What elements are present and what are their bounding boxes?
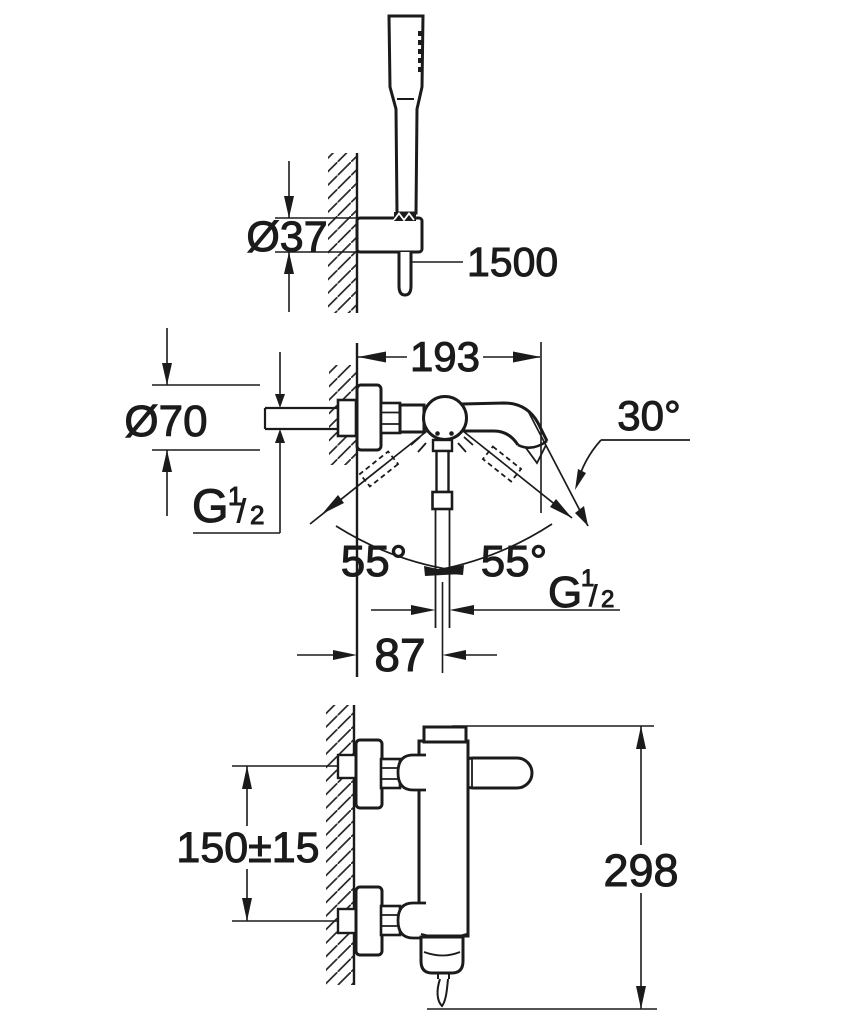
svg-text:G: G — [548, 568, 582, 617]
swing-center-arrows — [424, 565, 464, 576]
side-view: 150±15 298 — [176, 705, 679, 1010]
front-view: 30° 193 Ø70 G 1 — [124, 328, 690, 682]
aerator-notch — [525, 444, 547, 465]
dim-outlet-thread — [371, 605, 620, 615]
lever-handle — [431, 438, 454, 511]
hand-shower-view: Ø37 1500 — [246, 14, 559, 313]
svg-text:1: 1 — [581, 565, 594, 592]
ball-dot — [449, 431, 454, 436]
label-bracket-diameter: Ø37 — [246, 213, 327, 261]
shower-bracket — [355, 216, 424, 254]
top-connection — [336, 738, 426, 810]
ball-dot — [435, 431, 440, 436]
dim-outlet-offset — [297, 582, 497, 673]
hand-shower-wand — [387, 14, 425, 215]
dim-escutcheon-diameter — [152, 328, 260, 516]
wall-hatch — [326, 705, 354, 985]
pipe-flange — [336, 398, 358, 438]
cartridge-cap — [422, 725, 468, 744]
svg-text:G: G — [192, 479, 229, 532]
svg-text:/: / — [237, 493, 246, 529]
mixer-body-side — [417, 739, 470, 938]
svg-text:1: 1 — [228, 481, 242, 511]
shower-hose — [397, 252, 413, 297]
svg-text:2: 2 — [601, 586, 614, 613]
label-outlet-thread: G 1 / 2 — [548, 565, 615, 618]
spout-angle-marks — [526, 408, 690, 527]
label-connection-spacing: 150±15 — [176, 824, 319, 872]
label-outlet-offset: 87 — [374, 629, 425, 681]
dim-supply-thread — [193, 352, 285, 534]
label-overall-height: 298 — [603, 845, 678, 896]
label-swing-right: 55° — [481, 537, 548, 586]
swing-right — [437, 430, 573, 571]
cup-seam — [423, 951, 461, 957]
dim-overall-height — [427, 725, 657, 1010]
label-swing-left: 55° — [341, 537, 408, 586]
label-hose-length: 1500 — [467, 239, 558, 285]
escutcheon — [355, 383, 383, 452]
union-nut — [379, 401, 402, 435]
svg-text:2: 2 — [250, 500, 264, 530]
swing-left — [309, 430, 453, 571]
wall-hatch — [328, 153, 357, 313]
cartridge-ball — [422, 395, 468, 441]
label-supply-thread: G 1 / 2 — [192, 479, 265, 533]
supply-pipe — [263, 406, 338, 431]
label-escutcheon-diameter: Ø70 — [124, 397, 207, 446]
bottom-connection — [336, 885, 426, 957]
spout — [461, 401, 549, 465]
svg-text:/: / — [589, 580, 598, 613]
cone-connector — [394, 212, 416, 221]
mixer-body — [398, 403, 426, 434]
dim-spout-reach — [358, 342, 542, 513]
dim-connection-spacing — [232, 765, 338, 922]
label-spout-reach: 193 — [410, 333, 480, 380]
dim-bracket-diameter — [275, 161, 357, 312]
cone-zigzag — [393, 212, 415, 222]
drip-outlet — [436, 973, 450, 1008]
label-spout-angle: 30° — [617, 392, 681, 439]
